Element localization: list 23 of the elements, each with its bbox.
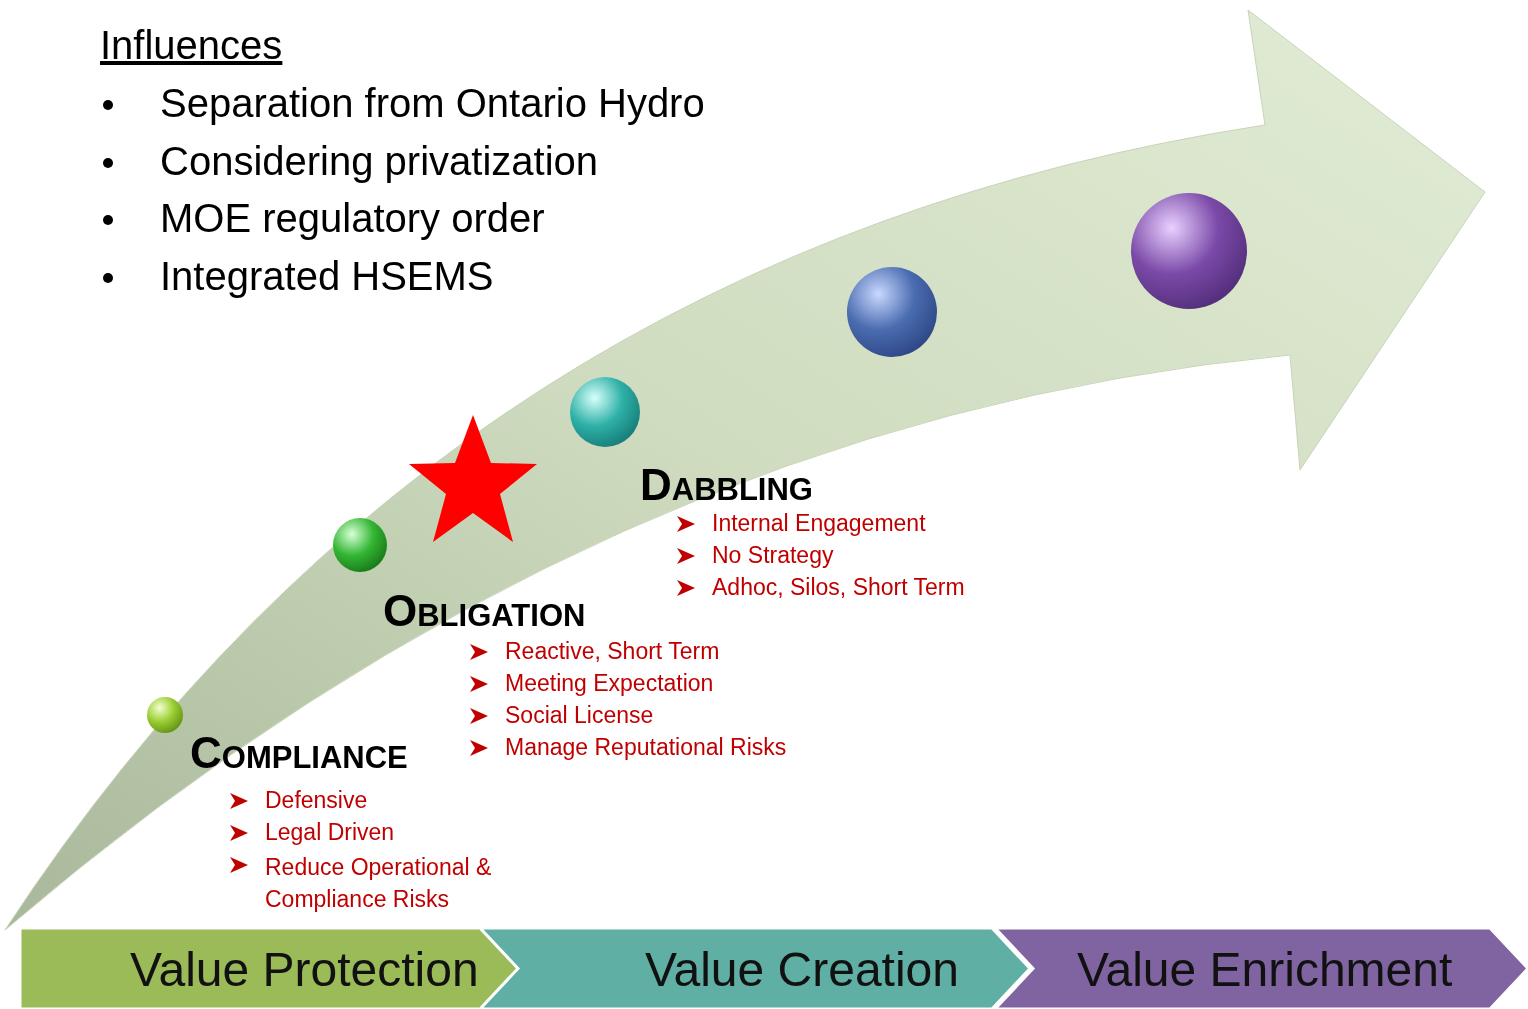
stage-heading: Compliance bbox=[190, 728, 408, 779]
bullet-text: Separation from Ontario Hydro bbox=[160, 80, 705, 126]
bullet-text: Considering privatization bbox=[160, 138, 598, 184]
stage-item: Defensive bbox=[265, 787, 368, 814]
bullet-text: Integrated HSEMS bbox=[160, 253, 494, 299]
chevron-band bbox=[480, 928, 1030, 1009]
band-label: Value Creation bbox=[645, 941, 959, 996]
bullet-text: MOE regulatory order bbox=[160, 195, 545, 241]
stage-item: Manage Reputational Risks bbox=[505, 734, 787, 761]
band-label: Value Protection bbox=[130, 941, 479, 996]
stage-item: Reduce Operational & Compliance Risks bbox=[265, 853, 493, 914]
stage-item: Social License bbox=[505, 702, 654, 729]
stage-item: No Strategy bbox=[712, 542, 834, 569]
stage-item: Meeting Expectation bbox=[505, 670, 714, 697]
band-label: Value Enrichment bbox=[1077, 941, 1453, 996]
chevron-band bbox=[995, 928, 1528, 1009]
stage-item: Internal Engagement bbox=[712, 510, 926, 537]
stage-item: Reactive, Short Term bbox=[505, 638, 720, 665]
stage-item: Adhoc, Silos, Short Term bbox=[712, 574, 965, 601]
heading: Influences bbox=[100, 22, 283, 68]
stage-item: Legal Driven bbox=[265, 819, 395, 846]
stage-heading: Obligation bbox=[383, 586, 586, 637]
stage-heading: Dabbling bbox=[640, 460, 813, 511]
